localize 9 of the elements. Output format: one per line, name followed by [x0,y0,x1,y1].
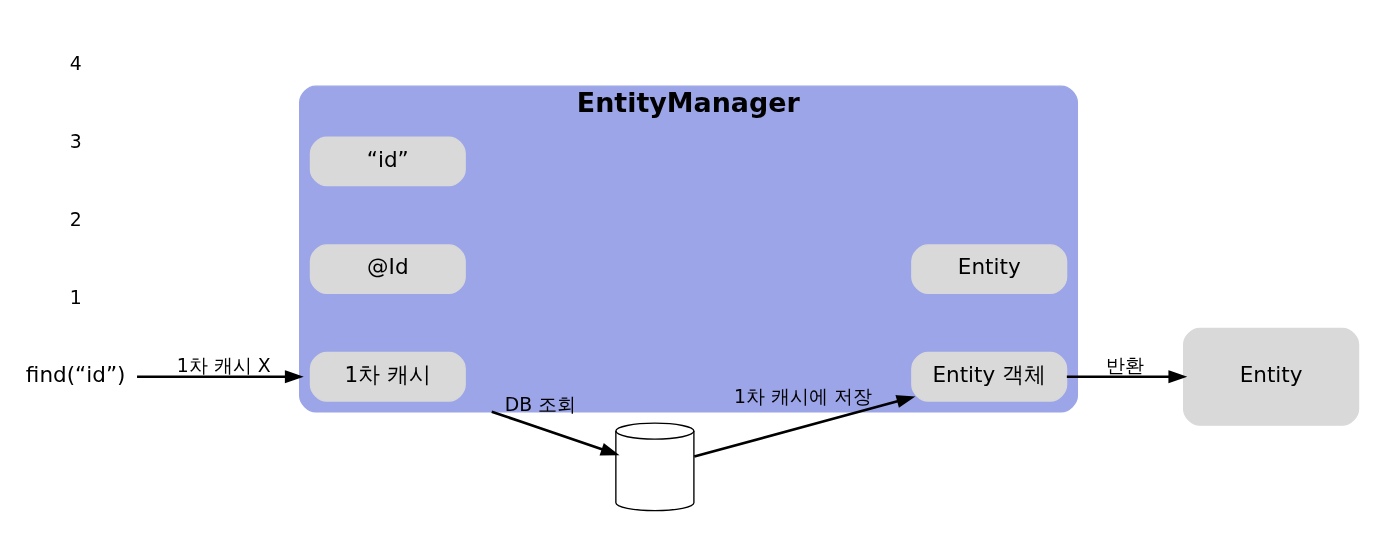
edge-label: 1차 캐시에 저장 [733,385,872,407]
label: 3 [69,130,82,152]
edge-label: 반환 [1106,354,1145,376]
edge-label: 1차 캐시 X [176,354,271,376]
edge-label: DB 조회 [504,393,577,415]
node-text: find(“id”) [25,361,126,387]
label: 4 [69,52,82,74]
label: 2 [69,208,82,230]
label: 1 [69,286,82,308]
